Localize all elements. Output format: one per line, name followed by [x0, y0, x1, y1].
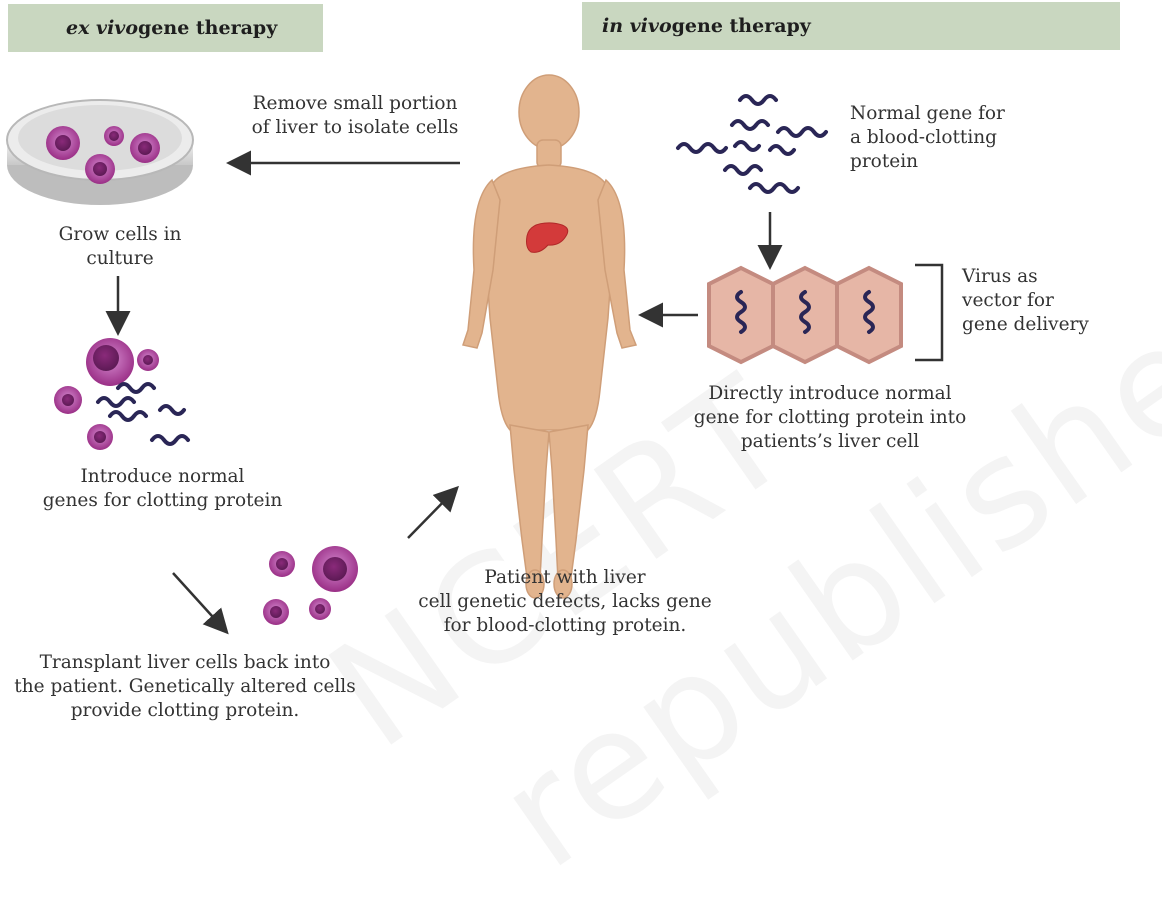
- label-transplant: Transplant liver cells back into the pat…: [0, 651, 370, 723]
- label-line: Grow cells in: [58, 224, 182, 245]
- label-line: Remove small portion: [252, 93, 458, 114]
- label-directly-introduce: Directly introduce normal gene for clott…: [655, 382, 1005, 454]
- normal-gene-dna-icon: [676, 94, 828, 194]
- label-line: genes for clotting protein: [42, 490, 283, 511]
- cultured-cells-icon: [46, 126, 160, 184]
- header-ex-vivo-italic: ex vivo: [66, 17, 139, 39]
- label-line: Directly introduce normal: [708, 383, 952, 404]
- label-remove-liver: Remove small portion of liver to isolate…: [215, 92, 495, 140]
- label-virus-vector: Virus as vector for gene delivery: [962, 265, 1132, 337]
- arrow-transplant: [172, 572, 229, 635]
- label-line: Introduce normal: [80, 466, 245, 487]
- cells-with-genes-icon: [54, 338, 190, 450]
- label-patient: Patient with liver cell genetic defects,…: [370, 566, 760, 638]
- label-line: Transplant liver cells back into: [39, 652, 331, 673]
- liver-icon: [526, 222, 569, 253]
- label-line: of liver to isolate cells: [251, 117, 459, 138]
- virus-vectors-icon: [707, 265, 903, 365]
- label-line: Normal gene for: [850, 103, 1005, 124]
- label-line: the patient. Genetically altered cells: [14, 676, 356, 697]
- label-line: vector for: [962, 290, 1054, 311]
- header-in-vivo-rest: gene therapy: [671, 15, 811, 37]
- flow-arrows: [105, 150, 783, 635]
- virus-icon: [771, 265, 839, 365]
- virus-icon: [707, 265, 775, 365]
- label-line: protein: [850, 151, 919, 172]
- label-line: Virus as: [962, 266, 1038, 287]
- label-line: gene delivery: [962, 314, 1089, 335]
- label-line: Patient with liver: [484, 567, 646, 588]
- header-ex-vivo-rest: gene therapy: [138, 17, 278, 39]
- header-in-vivo-italic: in vivo: [602, 15, 672, 37]
- petri-dish-icon: [6, 99, 194, 205]
- human-figure-icon: [462, 74, 638, 599]
- label-line: cell genetic defects, lacks gene: [418, 591, 712, 612]
- arrow-into-patient: [407, 485, 459, 539]
- label-normal-gene: Normal gene for a blood-clotting protein: [850, 102, 1070, 174]
- label-line: patients’s liver cell: [740, 431, 920, 452]
- virus-bracket: [915, 263, 944, 362]
- label-line: gene for clotting protein into: [693, 407, 967, 428]
- label-line: provide clotting protein.: [70, 700, 300, 721]
- diagram-artwork: [6, 74, 944, 635]
- transplant-cells-icon: [263, 546, 358, 625]
- label-introduce-genes: Introduce normal genes for clotting prot…: [0, 465, 325, 513]
- label-grow-cells: Grow cells in culture: [0, 223, 240, 271]
- virus-icon: [835, 265, 903, 365]
- label-line: a blood-clotting: [850, 127, 997, 148]
- label-line: for blood-clotting protein.: [443, 615, 687, 636]
- label-line: culture: [86, 248, 154, 269]
